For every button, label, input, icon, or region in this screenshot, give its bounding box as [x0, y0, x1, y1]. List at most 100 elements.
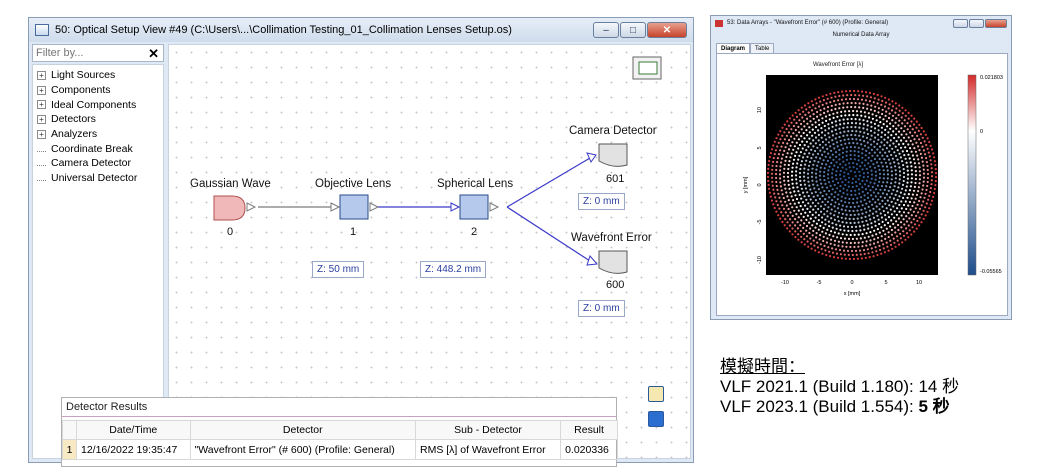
pupil-sample-dot	[814, 204, 817, 208]
pupil-sample-dot	[784, 211, 787, 214]
column-header-result[interactable]: Result	[560, 420, 618, 440]
tree-item-camera-detector[interactable]: Camera Detector	[37, 156, 163, 171]
window-titlebar[interactable]: 50: Optical Setup View #49 (C:\Users\...…	[29, 18, 693, 42]
pupil-sample-dot	[786, 195, 789, 198]
expand-icon[interactable]: +	[37, 129, 46, 139]
pupil-sample-dot	[809, 120, 812, 123]
pupil-sample-dot	[926, 210, 929, 213]
pupil-sample-dot	[864, 215, 867, 218]
expand-icon[interactable]: +	[37, 85, 46, 95]
pupil-sample-dot	[844, 142, 847, 145]
wavefront-pupil-map	[766, 89, 938, 261]
expand-icon[interactable]: +	[37, 70, 46, 80]
pupil-sample-dot	[814, 249, 817, 252]
pupil-sample-dot	[834, 201, 837, 204]
pupil-sample-dot	[843, 229, 846, 232]
tree-item-universal-detector[interactable]: Universal Detector	[37, 171, 163, 186]
pupil-sample-dot	[853, 158, 856, 161]
tree-item-ideal-components[interactable]: + Ideal Components	[37, 97, 163, 112]
expand-icon[interactable]: +	[37, 114, 46, 124]
pupil-sample-dot	[865, 179, 868, 182]
pupil-sample-dot	[846, 102, 849, 105]
tree-item-components[interactable]: + Components	[37, 83, 163, 98]
pupil-sample-dot	[817, 251, 820, 254]
pupil-sample-dot	[818, 238, 821, 241]
pupil-sample-dot	[836, 166, 839, 169]
pupil-sample-dot	[811, 179, 814, 182]
pupil-sample-dot	[875, 119, 878, 122]
pupil-sample-dot	[924, 214, 927, 217]
pupil-sample-dot	[834, 103, 837, 106]
info-icon[interactable]	[648, 411, 664, 427]
tree-item-detectors[interactable]: + Detectors	[37, 112, 163, 127]
pupil-sample-dot	[894, 111, 897, 114]
camera-detector-z-position[interactable]: Z: 0 mm	[578, 193, 625, 210]
pupil-sample-dot	[813, 244, 816, 247]
pupil-sample-dot	[828, 189, 831, 193]
tab-diagram[interactable]: Diagram	[716, 43, 751, 54]
maximize-button[interactable]: □	[620, 22, 646, 38]
pupil-sample-dot	[919, 133, 922, 136]
pupil-sample-dot	[815, 222, 818, 225]
pupil-sample-dot	[906, 122, 909, 125]
pupil-sample-dot	[829, 92, 832, 95]
pupil-sample-dot	[925, 157, 928, 160]
spherical-lens-z-position[interactable]: Z: 448.2 mm	[420, 261, 487, 278]
close-button[interactable]: ✕	[647, 22, 687, 38]
pupil-sample-dot	[902, 168, 905, 171]
pupil-sample-dot	[900, 133, 903, 136]
tree-item-coordinate-break[interactable]: Coordinate Break	[37, 141, 163, 156]
data-close-button[interactable]	[985, 19, 1007, 28]
y-tick-label: 5	[757, 146, 763, 149]
pupil-sample-dot	[893, 216, 896, 219]
table-row[interactable]: 1 12/16/2022 19:35:47 "Wavefront Error" …	[62, 439, 618, 460]
clear-filter-icon[interactable]: ✕	[148, 46, 159, 61]
pupil-sample-dot	[810, 192, 813, 195]
pupil-sample-dot	[775, 176, 778, 180]
pupil-sample-dot	[896, 207, 899, 210]
pupil-sample-dot	[909, 139, 912, 142]
pupil-sample-dot	[916, 219, 919, 223]
pupil-sample-dot	[899, 232, 902, 235]
pupil-sample-dot	[858, 249, 862, 252]
pupil-sample-dot	[786, 175, 790, 178]
pupil-sample-dot	[858, 225, 861, 228]
pupil-sample-dot	[837, 203, 841, 206]
optical-setup-canvas[interactable]: Gaussian Wave 0 Objective Lens 1 Z: 50 m…	[168, 44, 691, 459]
data-window-subtitle: Numerical Data Array	[832, 32, 890, 38]
pupil-sample-dot	[835, 132, 838, 135]
minimize-button[interactable]: ‒	[593, 22, 619, 38]
pupil-sample-dot	[777, 192, 780, 195]
pupil-sample-dot	[874, 224, 877, 227]
pupil-sample-dot	[866, 141, 869, 144]
pupil-sample-dot	[885, 147, 888, 150]
pupil-sample-dot	[819, 113, 822, 116]
pupil-sample-dot	[878, 208, 881, 211]
pupil-sample-dot	[792, 148, 795, 151]
pupil-sample-dot	[873, 238, 876, 241]
tree-item-light-sources[interactable]: + Light Sources	[37, 68, 163, 83]
column-header-sub-detector[interactable]: Sub - Detector	[414, 420, 562, 440]
pupil-sample-dot	[925, 202, 928, 205]
pupil-sample-dot	[914, 177, 917, 181]
pupil-sample-dot	[786, 221, 789, 224]
pupil-sample-dot	[912, 158, 916, 161]
data-maximize-button[interactable]	[969, 19, 984, 28]
pupil-sample-dot	[823, 134, 827, 137]
objective-lens-label: Objective Lens	[315, 178, 392, 190]
wavefront-error-z-position[interactable]: Z: 0 mm	[578, 300, 625, 317]
filter-input[interactable]	[36, 47, 146, 59]
tab-table[interactable]: Table	[750, 43, 775, 54]
column-header-datetime[interactable]: Date/Time	[76, 420, 191, 440]
tree-item-label: Universal Detector	[51, 172, 138, 185]
pupil-sample-dot	[898, 174, 902, 177]
expand-icon[interactable]: +	[37, 100, 46, 110]
tree-item-analyzers[interactable]: + Analyzers	[37, 127, 163, 142]
data-minimize-button[interactable]	[953, 19, 968, 28]
pupil-sample-dot	[893, 241, 896, 244]
pupil-sample-dot	[883, 138, 886, 141]
column-header-detector[interactable]: Detector	[189, 420, 416, 440]
objective-lens-z-position[interactable]: Z: 50 mm	[312, 261, 365, 278]
document-icon[interactable]	[648, 386, 664, 402]
pupil-sample-dot	[900, 214, 903, 217]
